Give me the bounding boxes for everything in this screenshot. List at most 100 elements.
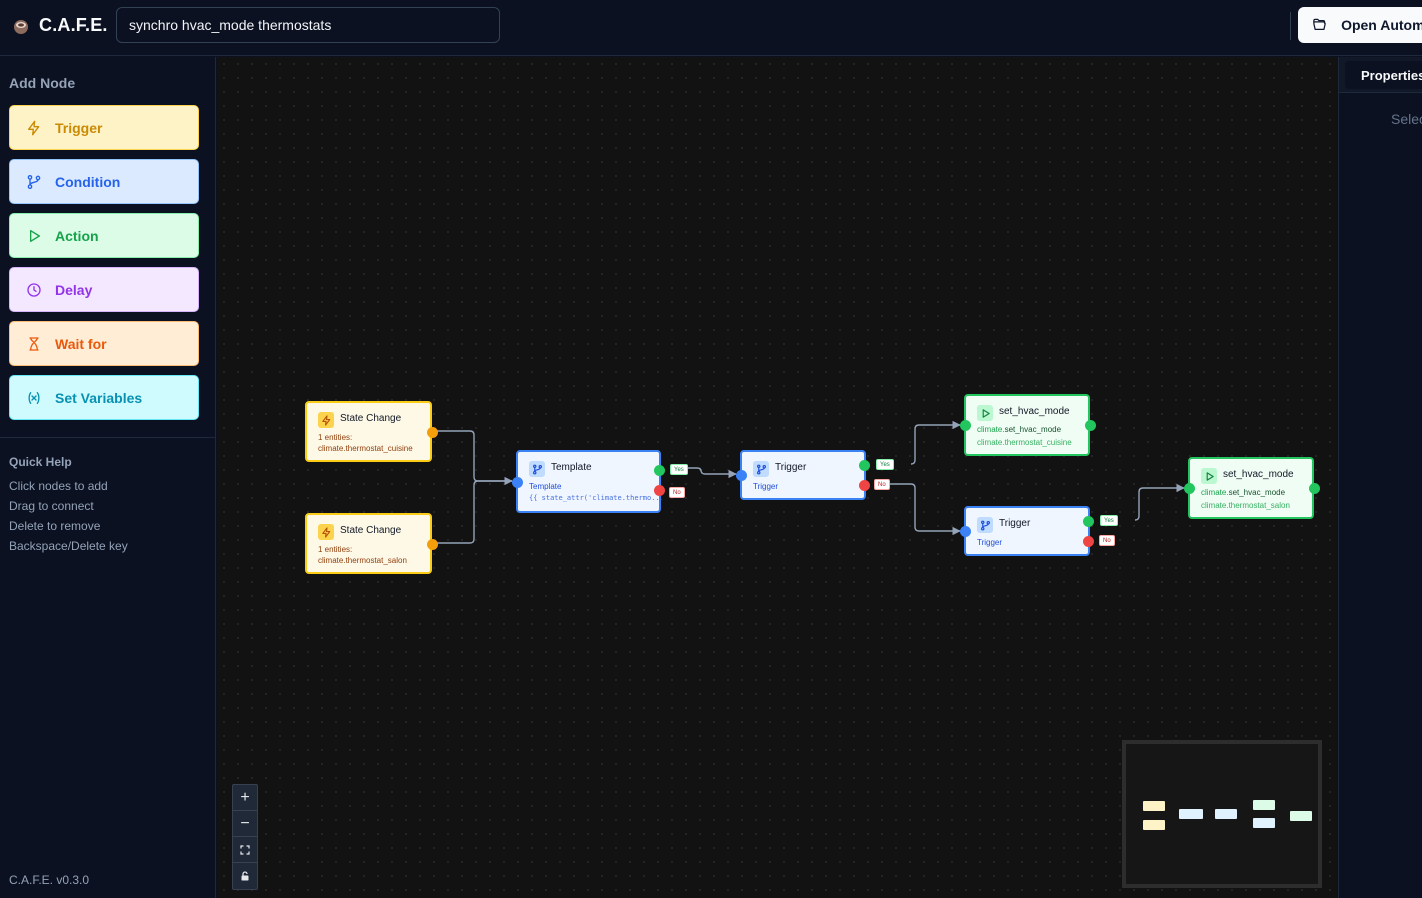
node-detail: climate.thermostat_salon: [318, 556, 407, 565]
app-logo-text: C.A.F.E.: [39, 15, 108, 35]
input-handle[interactable]: [512, 477, 523, 488]
zap-icon: [321, 526, 330, 538]
node-palette-sidebar: Add Node Trigger Condition Action Delay …: [0, 57, 216, 898]
node-detail: climate.thermostat_cuisine: [318, 444, 413, 453]
coffee-cup-logo-icon: [14, 20, 28, 34]
minimap[interactable]: [1122, 740, 1322, 888]
lock-icon: [241, 871, 249, 881]
node-detail: 1 entities:: [318, 545, 353, 554]
action-node-icon-box: [977, 405, 993, 421]
trigger-node-icon-box: [318, 524, 334, 540]
node-detail: Template: [529, 482, 562, 491]
service-domain: climate.: [1201, 488, 1229, 497]
open-automation-label: Open Automation: [1341, 17, 1422, 33]
condition-node-icon-box: [753, 461, 769, 477]
input-handle[interactable]: [960, 526, 971, 537]
quick-help-line: Delete to remove: [9, 519, 101, 533]
no-branch-label: No: [669, 487, 685, 498]
node-title: set_hvac_mode: [999, 406, 1070, 417]
add-set-variables-button[interactable]: Set Variables: [9, 375, 199, 420]
no-output-handle[interactable]: [1083, 536, 1094, 547]
yes-output-handle[interactable]: [859, 460, 870, 471]
edge-trigger-1-yes-to-action-1: [910, 420, 961, 465]
add-action-label: Action: [55, 227, 99, 244]
zoom-out-button[interactable]: −: [233, 811, 257, 837]
node-title: Template: [551, 462, 592, 473]
open-automation-button[interactable]: Open Automation: [1298, 7, 1422, 43]
zoom-out-icon: −: [240, 814, 250, 832]
no-output-handle[interactable]: [654, 485, 665, 496]
zap-icon: [321, 414, 330, 426]
edge-trigger-salon-to-template: [432, 480, 512, 544]
quick-help-heading: Quick Help: [9, 455, 72, 469]
app-version: C.A.F.E. v0.3.0: [9, 873, 90, 887]
input-handle[interactable]: [736, 470, 747, 481]
no-branch-label: No: [1099, 535, 1115, 546]
service-name: set_hvac_mode: [1228, 488, 1286, 497]
node-title: Trigger: [775, 462, 807, 473]
trigger-node-icon-box: [318, 412, 334, 428]
quick-help-line: Click nodes to add: [9, 479, 108, 493]
input-handle[interactable]: [960, 420, 971, 431]
condition-node-trigger-2[interactable]: Trigger Trigger: [960, 506, 1094, 556]
node-title: set_hvac_mode: [1223, 469, 1294, 480]
header-divider: [1290, 12, 1291, 40]
add-action-button[interactable]: Action: [9, 213, 199, 258]
properties-empty-hint: Select a node to edit its properties: [1391, 111, 1422, 127]
yes-branch-label: Yes: [1100, 515, 1118, 526]
yes-output-handle[interactable]: [1083, 516, 1094, 527]
play-icon: [982, 408, 990, 418]
edge-template-yes-to-trigger-1: [687, 467, 737, 479]
yes-output-handle[interactable]: [654, 465, 665, 476]
fit-view-button[interactable]: [233, 837, 257, 863]
variable-icon: [28, 391, 40, 404]
tab-properties[interactable]: Properties: [1345, 61, 1422, 89]
add-condition-label: Condition: [55, 173, 121, 190]
quick-help-line: Backspace/Delete key: [9, 539, 128, 553]
node-target: climate.thermostat_salon: [1201, 501, 1290, 510]
condition-node-trigger-1[interactable]: Trigger Trigger: [736, 450, 870, 500]
edge-trigger-cuisine-to-template: [432, 430, 513, 486]
action-node-cuisine[interactable]: set_hvac_mode climate.set_hvac_mode clim…: [960, 394, 1096, 456]
no-branch-label: No: [874, 479, 890, 490]
trigger-node-cuisine[interactable]: State Change 1 entities: climate.thermos…: [305, 401, 438, 462]
flow-canvas[interactable]: State Change 1 entities: climate.thermos…: [217, 57, 1337, 898]
node-title: State Change: [340, 525, 402, 536]
trigger-node-salon[interactable]: State Change 1 entities: climate.thermos…: [305, 513, 438, 574]
node-title: State Change: [340, 413, 402, 424]
output-handle[interactable]: [427, 539, 438, 550]
action-node-salon[interactable]: set_hvac_mode climate.set_hvac_mode clim…: [1184, 457, 1320, 519]
output-handle[interactable]: [427, 427, 438, 438]
app-header: C.A.F.E. Open Automation: [0, 0, 1422, 56]
minimap-node: [1143, 820, 1165, 830]
add-wait-for-button[interactable]: Wait for: [9, 321, 199, 366]
condition-node-template[interactable]: Template Template {{ state_attr('climate…: [512, 450, 665, 513]
sidebar-divider: [0, 437, 216, 438]
automation-name-input[interactable]: [116, 7, 500, 43]
minimap-node: [1290, 811, 1312, 821]
output-handle[interactable]: [1085, 420, 1096, 431]
edge-trigger-1-no-to-trigger-2: [887, 483, 961, 536]
add-condition-button[interactable]: Condition: [9, 159, 199, 204]
edge-trigger-2-yes-to-action-2: [1134, 483, 1185, 521]
play-icon: [29, 229, 40, 242]
canvas-controls: + −: [232, 784, 258, 890]
node-title: Trigger: [999, 518, 1031, 529]
add-wait-for-label: Wait for: [55, 335, 107, 352]
input-handle[interactable]: [1184, 483, 1195, 494]
add-trigger-button[interactable]: Trigger: [9, 105, 199, 150]
lock-toggle-button[interactable]: [233, 863, 257, 889]
clock-icon: [27, 282, 41, 297]
no-output-handle[interactable]: [859, 480, 870, 491]
add-delay-button[interactable]: Delay: [9, 267, 199, 312]
output-handle[interactable]: [1309, 483, 1320, 494]
zoom-in-button[interactable]: +: [233, 785, 257, 811]
fit-view-icon: [240, 844, 250, 855]
quick-help-line: Drag to connect: [9, 499, 94, 513]
minimap-node: [1143, 801, 1165, 811]
git-branch-icon: [756, 464, 766, 474]
add-delay-label: Delay: [55, 281, 93, 298]
git-branch-icon: [980, 520, 990, 530]
condition-node-icon-box: [529, 461, 545, 477]
zoom-in-icon: +: [240, 788, 250, 806]
